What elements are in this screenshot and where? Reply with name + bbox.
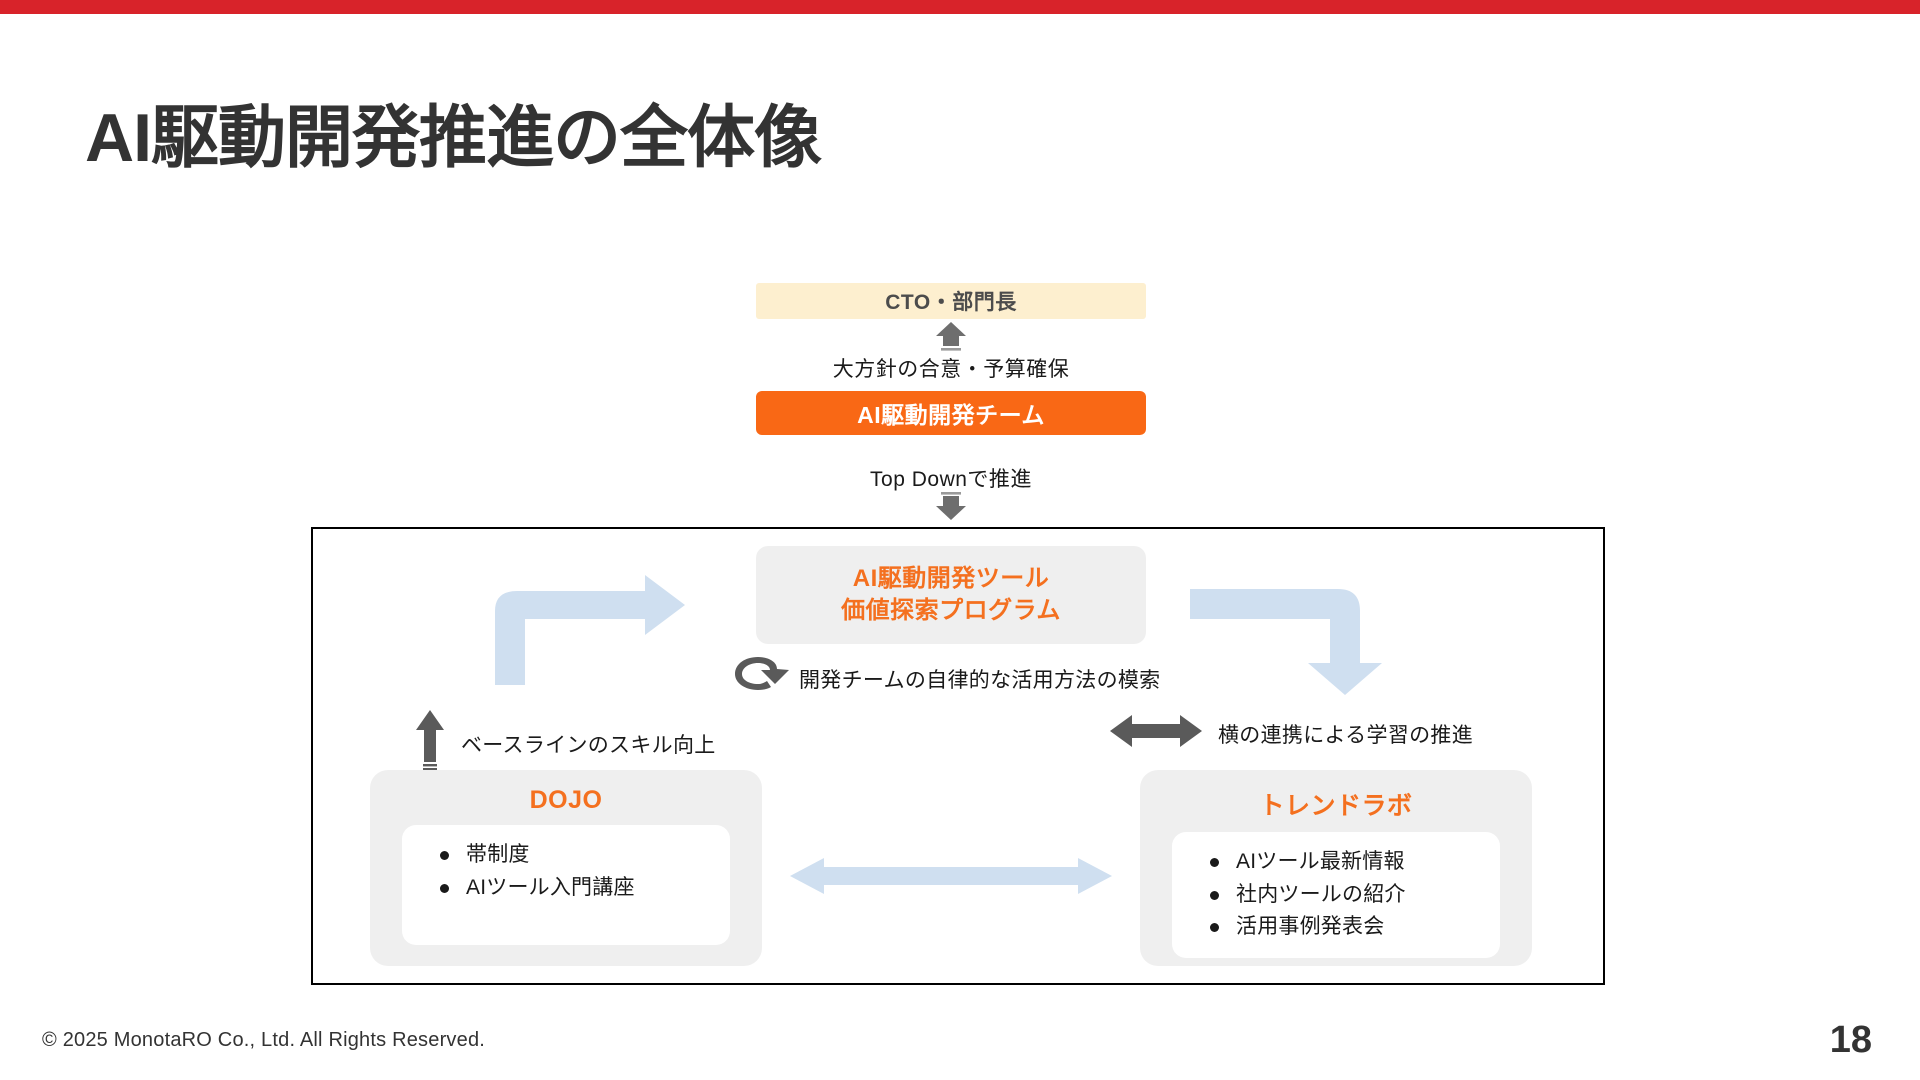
ai-team-box-label: AI駆動開発チーム [857, 402, 1045, 428]
card-trendlab-body: AIツール最新情報 社内ツールの紹介 活用事例発表会 [1172, 832, 1500, 958]
card-dojo-title: DOJO [529, 786, 603, 814]
left-relation-label: ベースラインのスキル向上 [461, 733, 716, 757]
blue-double-arrow-icon [790, 856, 1112, 896]
list-item: AIツール最新情報 [1206, 846, 1490, 879]
elbow-arrow-right-down-icon [1190, 575, 1390, 695]
card-trendlab-list: AIツール最新情報 社内ツールの紹介 活用事例発表会 [1206, 846, 1490, 944]
card-dojo: DOJO 帯制度 AIツール入門講座 [370, 770, 762, 966]
page-number: 18 [1829, 1019, 1872, 1061]
list-item: 帯制度 [436, 839, 720, 872]
list-item: 社内ツールの紹介 [1206, 879, 1490, 912]
left-relation-row: ベースラインのスキル向上 [415, 710, 716, 777]
program-box-line1: AI駆動開発ツール [852, 565, 1050, 592]
cto-box-label: CTO・部門長 [885, 291, 1017, 314]
loop-label: 開発チームの自律的な活用方法の模索 [799, 668, 1161, 692]
program-box: AI駆動開発ツール 価値探索プログラム [756, 546, 1146, 644]
arrow-up-icon [932, 322, 970, 352]
right-relation-label: 横の連携による学習の推進 [1218, 723, 1473, 747]
page-title: AI駆動開発推進の全体像 [85, 100, 822, 176]
chain-label-agreement: 大方針の合意・予算確保 [832, 358, 1070, 381]
elbow-arrow-up-right-icon [495, 575, 685, 685]
list-item: 活用事例発表会 [1206, 911, 1490, 944]
footer-copyright: © 2025 MonotaRO Co., Ltd. All Rights Res… [42, 1029, 486, 1051]
double-arrow-horizontal-icon [1110, 710, 1202, 757]
loop-arrow-icon [733, 655, 791, 702]
card-trendlab-title: トレンドラボ [1259, 792, 1413, 820]
card-trendlab: トレンドラボ AIツール最新情報 社内ツールの紹介 活用事例発表会 [1140, 770, 1532, 966]
loop-label-row: 開発チームの自律的な活用方法の模索 [733, 655, 1160, 702]
card-dojo-list: 帯制度 AIツール入門講座 [436, 839, 720, 904]
card-dojo-body: 帯制度 AIツール入門講座 [402, 825, 730, 945]
program-box-line2: 価値探索プログラム [841, 597, 1061, 624]
cto-box: CTO・部門長 [756, 283, 1146, 319]
right-relation-row: 横の連携による学習の推進 [1110, 710, 1473, 757]
arrow-down-icon [932, 492, 970, 522]
brand-top-bar [0, 0, 1920, 14]
chain-label-topdown: Top Downで推進 [870, 468, 1032, 491]
ai-team-box: AI駆動開発チーム [756, 391, 1146, 435]
thick-arrow-up-icon [415, 710, 445, 777]
list-item: AIツール入門講座 [436, 872, 720, 905]
